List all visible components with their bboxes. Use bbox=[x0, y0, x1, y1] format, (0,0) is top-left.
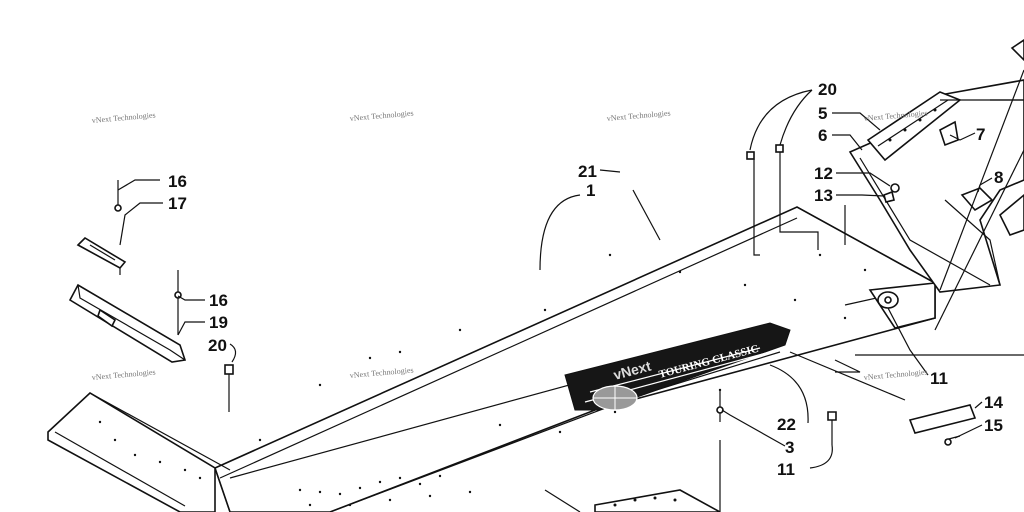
callout-19: 19 bbox=[209, 313, 228, 332]
callout-1: 1 bbox=[586, 181, 595, 200]
callout-21: 21 bbox=[578, 162, 597, 181]
callout-15: 15 bbox=[984, 416, 1003, 435]
callout-12: 12 bbox=[814, 164, 833, 183]
tunnel-panel bbox=[47, 206, 936, 512]
callout-11: 11 bbox=[930, 369, 948, 388]
callout-16: 16 bbox=[209, 291, 228, 310]
watermark: vNext Technologies bbox=[349, 365, 413, 380]
left-hardware bbox=[68, 180, 234, 412]
watermark: vNext Technologies bbox=[606, 108, 670, 123]
callout-20: 20 bbox=[208, 336, 227, 355]
watermark: vNext Technologies bbox=[91, 110, 155, 125]
callout-11: 11 bbox=[777, 460, 795, 479]
callout-20: 20 bbox=[818, 80, 837, 99]
callout-3: 3 bbox=[785, 438, 794, 457]
callouts: 16 17 16 19 20 20 5 6 7 12 13 8 21 1 11 … bbox=[168, 80, 1003, 479]
callout-16: 16 bbox=[168, 172, 187, 191]
watermark: vNext Technologies bbox=[349, 108, 413, 123]
callout-13: 13 bbox=[814, 186, 833, 205]
leader-lines bbox=[117, 69, 1024, 469]
callout-22: 22 bbox=[777, 415, 796, 434]
callout-17: 17 bbox=[168, 194, 187, 213]
callout-7: 7 bbox=[976, 125, 985, 144]
right-hardware bbox=[594, 144, 1024, 512]
callout-6: 6 bbox=[818, 126, 827, 145]
callout-14: 14 bbox=[984, 393, 1003, 412]
callout-5: 5 bbox=[818, 104, 827, 123]
watermark: vNext Technologies bbox=[91, 367, 155, 382]
callout-8: 8 bbox=[994, 168, 1003, 187]
watermark: vNext Technologies bbox=[863, 367, 927, 382]
rivet-dots bbox=[98, 253, 867, 507]
